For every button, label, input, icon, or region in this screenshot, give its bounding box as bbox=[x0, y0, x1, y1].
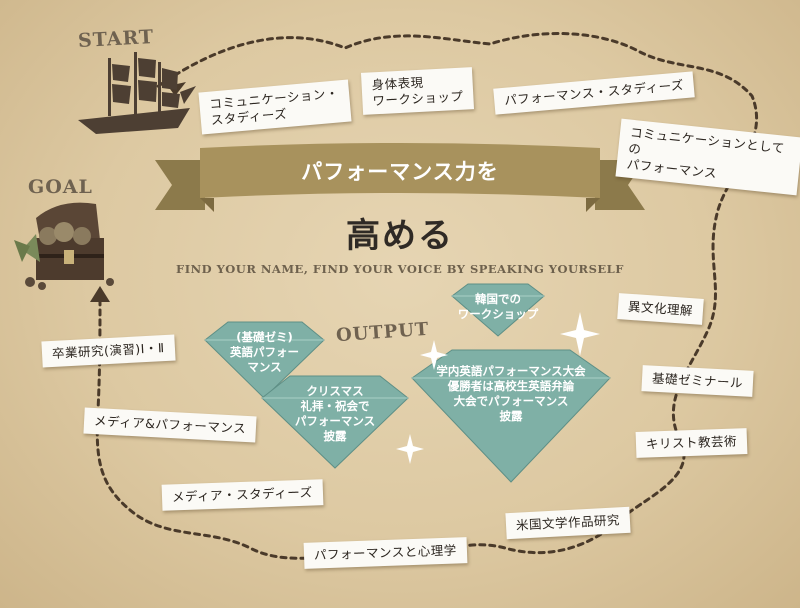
goal-stamp: GOAL bbox=[28, 176, 93, 198]
trail-path bbox=[95, 32, 759, 560]
headline: 高める bbox=[346, 216, 454, 256]
sparkle-icon bbox=[396, 312, 600, 464]
arrow-up-icon bbox=[90, 286, 110, 302]
ship-icon bbox=[78, 52, 196, 134]
course-label: 身体表現 ワークショップ bbox=[360, 67, 475, 115]
output-christmas-performance: クリスマス 礼拝・祝会で パフォーマンス 披露 bbox=[294, 384, 376, 443]
start-stamp: START bbox=[77, 26, 155, 52]
output-contest-performance: 学内英語パフォーマンス大会 優勝者は高校生英語弁論 大会でパフォーマンス 披露 bbox=[436, 364, 586, 423]
gem-shapes bbox=[204, 283, 611, 483]
ribbon-banner bbox=[155, 143, 645, 212]
ribbon-title: パフォーマンス力を bbox=[301, 160, 499, 184]
course-label: キリスト教芸術 bbox=[635, 428, 748, 458]
output-korea-workshop: 韓国での ワークショップ bbox=[457, 292, 539, 321]
treasure-chest-icon bbox=[14, 202, 114, 290]
output-seminar-performance: (基礎ゼミ) 英語パフォー マンス bbox=[230, 330, 299, 374]
tagline: FIND YOUR NAME, FIND YOUR VOICE BY SPEAK… bbox=[176, 262, 624, 276]
